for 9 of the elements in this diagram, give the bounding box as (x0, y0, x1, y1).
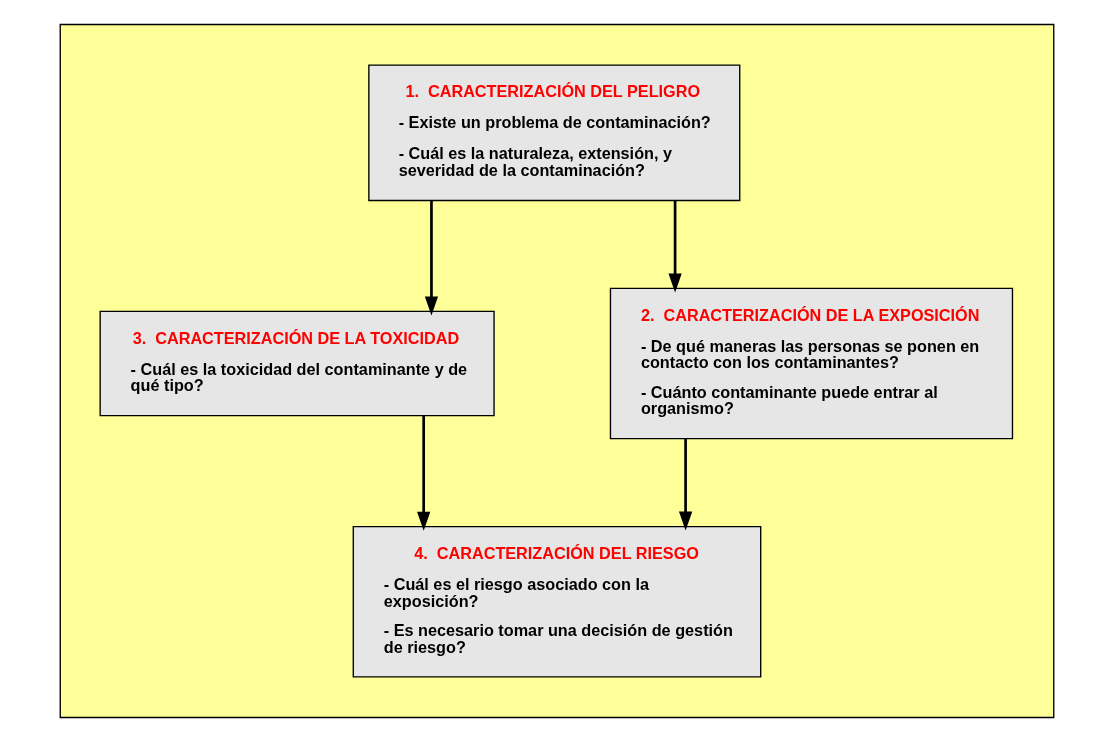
arrow (668, 200, 682, 293)
node-box: 2. CARACTERIZACIÓN DE LA EXPOSICIÓN - De qué maneras las personas se ponen en contacto con los contaminantes? - Cuánto contaminante puede entrar al organismo? (609, 287, 1014, 440)
arrow (424, 200, 439, 316)
node-box: 4. CARACTERIZACIÓN DEL RIESGO - Cuál es el riesgo asociado con la exposición? - Es necesario tomar una decisión de gestión de riesgo? (352, 526, 762, 678)
arrow (678, 438, 693, 531)
arrow (417, 415, 431, 531)
node-box: 3. CARACTERIZACIÓN DE LA TOXICIDAD - Cuál es la toxicidad del contaminante y de qué tipo? (99, 310, 495, 417)
cluster (59, 23, 1055, 719)
node-box: 1. CARACTERIZACIÓN DEL PELIGRO - Existe un problema de contaminación? - Cuál es la naturaleza, extensión, y severidad de la contaminación? (368, 64, 741, 202)
